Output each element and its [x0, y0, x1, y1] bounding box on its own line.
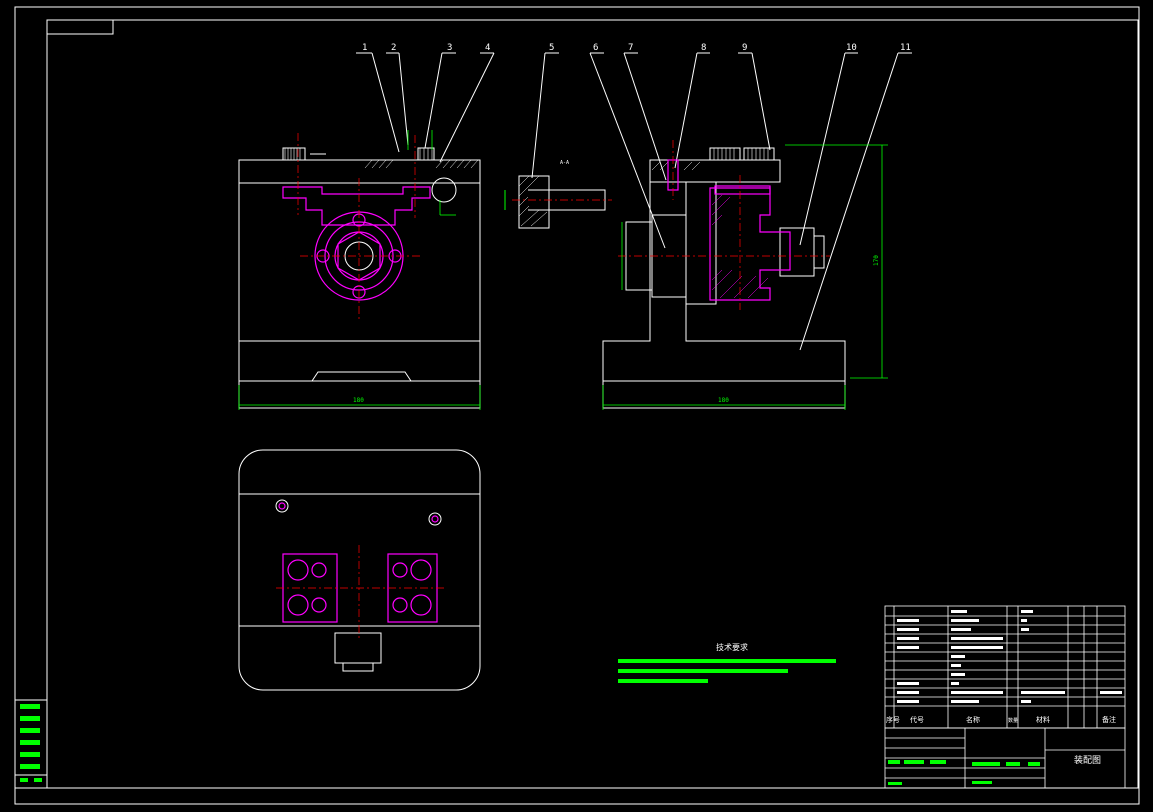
- section-label: A-A: [560, 160, 569, 166]
- bom-header-code: 代号: [910, 715, 924, 724]
- balloon-3: 3: [447, 43, 452, 53]
- left-margin-block: [14, 699, 48, 789]
- balloon-labels: 1 2 3 4 5 6 7 8 9 10 11: [362, 43, 911, 53]
- balloon-6: 6: [593, 43, 598, 53]
- top-view: [238, 449, 481, 691]
- bom-header-material: 材料: [1036, 715, 1050, 724]
- bom-header-index: 序号: [886, 715, 900, 724]
- balloon-8: 8: [701, 43, 706, 53]
- balloon-11: 11: [900, 43, 911, 53]
- balloon-group: [356, 52, 912, 351]
- balloon-9: 9: [742, 43, 747, 53]
- balloon-2: 2: [391, 43, 396, 53]
- drawing-title: 装配图: [1074, 754, 1101, 766]
- balloon-5: 5: [549, 43, 554, 53]
- balloon-10: 10: [846, 43, 857, 53]
- balloon-7: 7: [628, 43, 633, 53]
- bom-header-name: 名称: [966, 715, 980, 724]
- side-view: 180 170: [602, 140, 888, 410]
- bom-header-qty: 数量: [1008, 717, 1018, 724]
- side-height-dim: 170: [873, 255, 880, 266]
- title-block: 装配图: [884, 727, 1126, 789]
- tech-notes-title: 技术要求: [716, 642, 748, 652]
- bom-table: 序号 代号 名称 数量 材料 备注: [884, 605, 1126, 729]
- tech-notes: 技术要求: [618, 642, 836, 683]
- front-view: 180: [238, 130, 481, 410]
- sheet-border: [14, 6, 1140, 805]
- balloon-1: 1: [362, 43, 367, 53]
- balloon-4: 4: [485, 43, 490, 53]
- bom-header-remark: 备注: [1102, 715, 1116, 724]
- front-width-dim: 180: [353, 397, 364, 404]
- side-width-dim: 180: [718, 397, 729, 404]
- section-detail: A-A: [504, 160, 612, 229]
